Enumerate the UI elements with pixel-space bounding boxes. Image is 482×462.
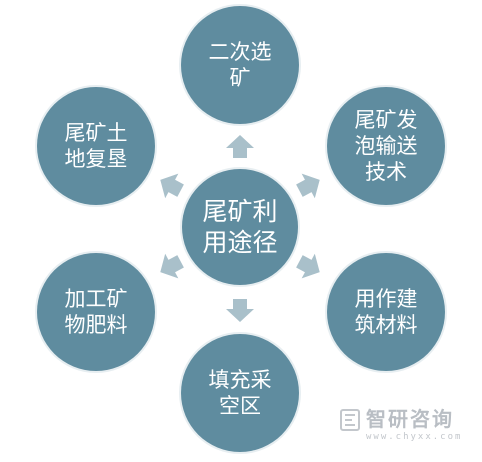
node-bottom-line-2: 空区 [219, 394, 261, 418]
node-bottom-right-line-1: 用作建 [354, 287, 418, 311]
watermark: 智研咨询 www.chyxx.com [338, 406, 478, 446]
node-top-right-line-2: 泡输送 [354, 134, 418, 158]
node-top-left: 尾矿土 地复垦 [37, 87, 155, 205]
node-bottom-line-1: 填充采 [208, 368, 272, 392]
arrow-down [226, 299, 254, 322]
arrow-lower-left [160, 253, 184, 279]
brand-logo-icon [340, 409, 360, 431]
arrow-up [226, 135, 254, 158]
center-node: 尾矿利 用途径 [182, 169, 298, 285]
node-top-left-line-1: 尾矿土 [64, 121, 128, 145]
watermark-name: 智研咨询 [366, 407, 454, 431]
watermark-url: www.chyxx.com [366, 432, 463, 442]
node-bottom-left-line-2: 物肥料 [64, 313, 128, 337]
node-top: 二次选 矿 [181, 6, 299, 124]
node-bottom: 填充采 空区 [181, 334, 299, 452]
node-bottom-left: 加工矿 物肥料 [37, 253, 155, 371]
node-top-right-line-3: 技术 [365, 160, 407, 184]
node-bottom-right: 用作建 筑材料 [327, 253, 445, 371]
node-top-line-2: 矿 [229, 66, 251, 90]
arrow-upper-right [296, 173, 320, 199]
node-bottom-left-line-1: 加工矿 [64, 287, 128, 311]
node-bottom-right-line-2: 筑材料 [354, 313, 418, 337]
arrow-lower-right [296, 253, 320, 279]
arrow-upper-left [160, 173, 184, 199]
node-top-left-line-2: 地复垦 [64, 147, 128, 171]
node-top-right-line-1: 尾矿发 [354, 108, 418, 132]
node-top-line-1: 二次选 [208, 40, 272, 64]
center-node-line-2: 用途径 [202, 228, 278, 257]
node-top-right: 尾矿发 泡输送 技术 [327, 87, 445, 205]
center-node-line-1: 尾矿利 [202, 197, 278, 226]
